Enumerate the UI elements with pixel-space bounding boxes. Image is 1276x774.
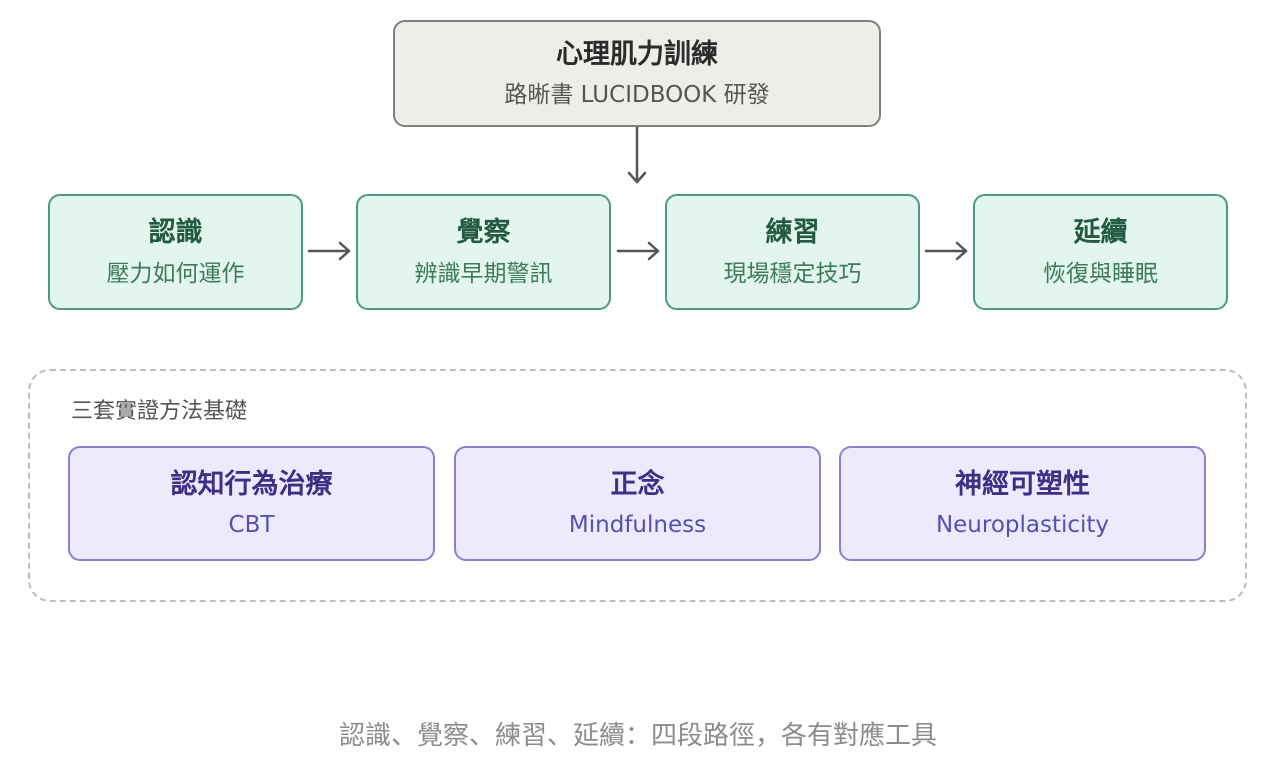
program-header-box: 心理肌力訓練 路晰書 LUCIDBOOK 研發	[393, 20, 881, 127]
step-subtitle: 恢復與睡眠	[1043, 260, 1158, 287]
arrow-header-to-steps	[627, 125, 647, 184]
arrow-step-1-to-2	[307, 241, 351, 261]
foundation-title: 三套實證方法基礎	[71, 399, 248, 424]
step-box-1: 認識 壓力如何運作	[48, 194, 303, 310]
method-title: 正念	[610, 468, 665, 500]
diagram-caption: 認識、覺察、練習、延續：四段路徑，各有對應工具	[338, 721, 937, 751]
method-box-mindfulness: 正念 Mindfulness	[454, 446, 821, 561]
step-box-3: 練習 現場穩定技巧	[665, 194, 920, 310]
method-title: 認知行為治療	[170, 468, 333, 500]
step-title: 延續	[1073, 216, 1128, 248]
arrow-step-2-to-3	[616, 241, 660, 261]
method-subtitle: Neuroplasticity	[935, 511, 1110, 538]
program-title: 心理肌力訓練	[556, 38, 718, 70]
step-subtitle: 壓力如何運作	[106, 260, 245, 287]
step-box-4: 延續 恢復與睡眠	[973, 194, 1228, 310]
step-title: 練習	[765, 216, 820, 248]
method-title: 神經可塑性	[955, 468, 1090, 500]
method-subtitle: CBT	[228, 511, 275, 538]
step-title: 認識	[148, 216, 203, 248]
method-box-neuroplasticity: 神經可塑性 Neuroplasticity	[839, 446, 1206, 561]
step-subtitle: 辨識早期警訊	[414, 260, 553, 287]
method-subtitle: Mindfulness	[568, 511, 707, 538]
arrow-step-3-to-4	[924, 241, 968, 261]
step-title: 覺察	[456, 216, 511, 248]
method-box-cbt: 認知行為治療 CBT	[68, 446, 435, 561]
step-subtitle: 現場穩定技巧	[723, 260, 862, 287]
foundation-frame	[28, 369, 1247, 602]
step-box-2: 覺察 辨識早期警訊	[356, 194, 611, 310]
program-subtitle: 路晰書 LUCIDBOOK 研發	[504, 81, 770, 108]
